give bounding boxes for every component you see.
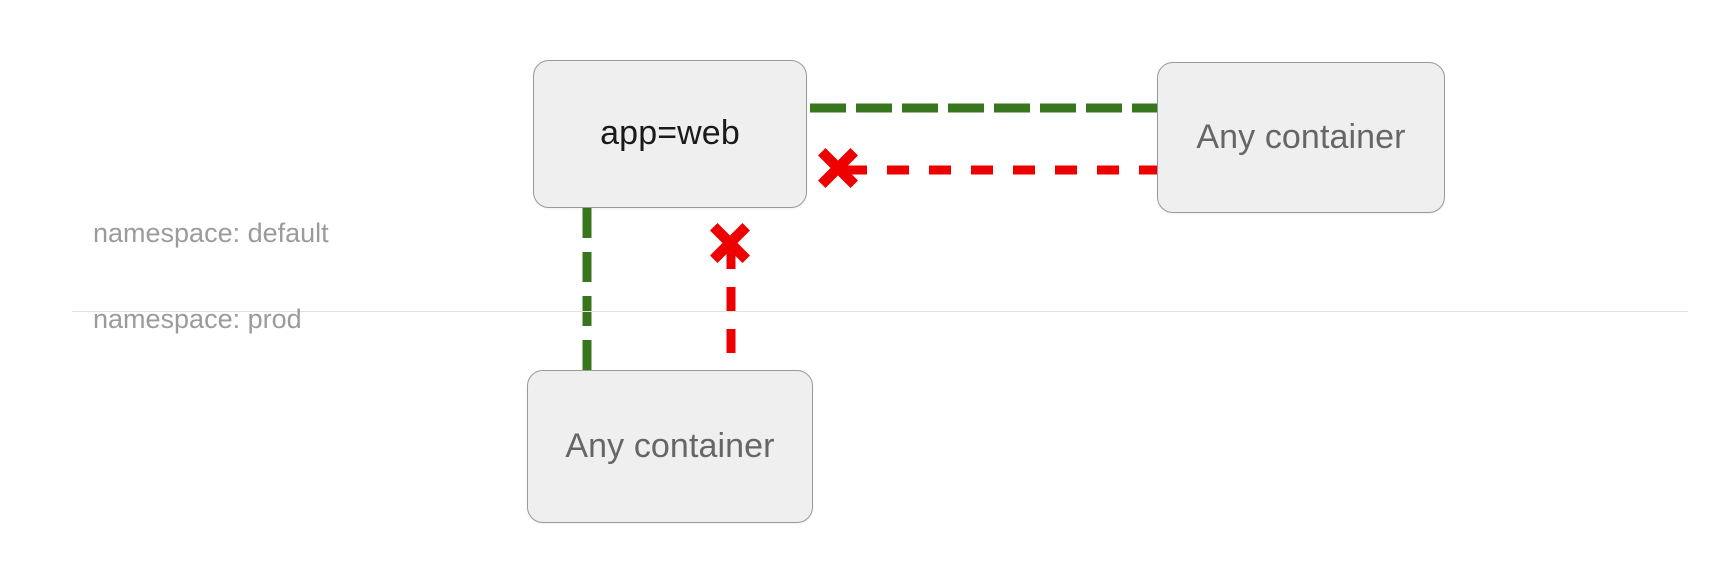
namespace-label-default: namespace: default xyxy=(93,218,329,248)
blocked-x-icon-right xyxy=(818,148,858,188)
namespace-divider xyxy=(72,311,1688,312)
node-app-web-label: app=web xyxy=(600,114,740,153)
node-app-web[interactable]: app=web xyxy=(533,60,807,208)
node-any-container-default[interactable]: Any container xyxy=(1157,62,1445,213)
node-any-container-prod-label: Any container xyxy=(565,426,775,465)
blocked-x-icon-down xyxy=(710,223,750,263)
node-any-container-prod[interactable]: Any container xyxy=(527,370,813,523)
node-any-container-default-label: Any container xyxy=(1196,117,1406,156)
namespace-label-prod: namespace: prod xyxy=(93,304,302,334)
